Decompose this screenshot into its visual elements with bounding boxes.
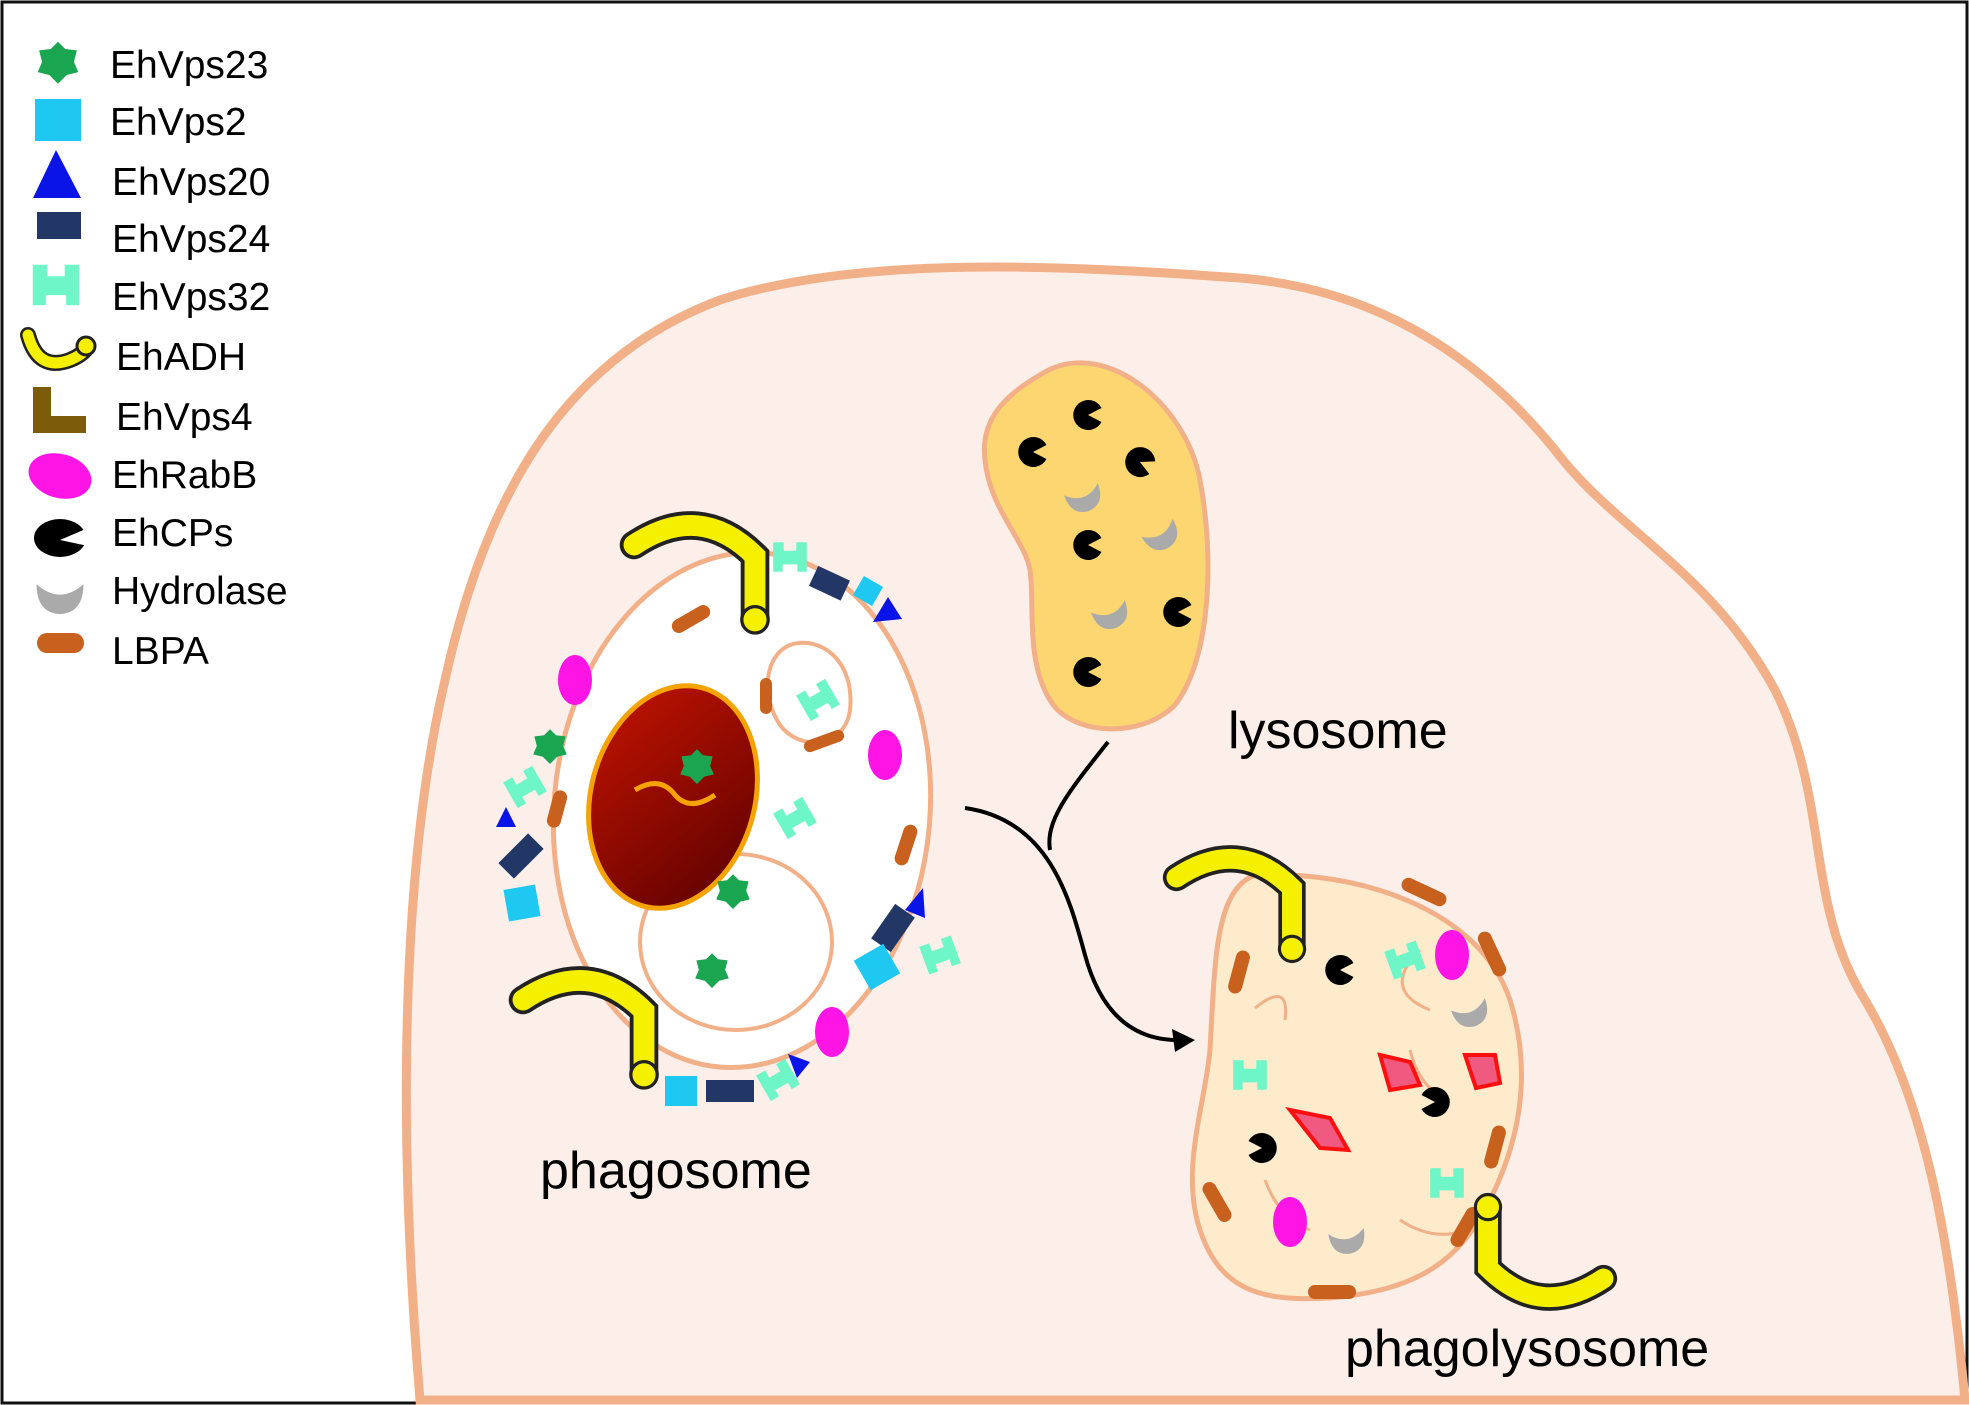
legend-label: EhVps20: [112, 161, 270, 204]
ehvps20-icon: [873, 597, 902, 622]
blue-triangle-icon: [33, 150, 81, 198]
phagosome-label: phagosome: [540, 1142, 812, 1200]
arrow-head-icon: [1172, 1029, 1195, 1052]
legend-item-ehvps4: EhVps4: [33, 387, 253, 439]
ehvps24-icon: [871, 903, 915, 953]
ehvps2-icon: [852, 575, 884, 607]
erythrocyte-detail: [633, 781, 717, 806]
lbpa-icon: [1308, 1285, 1356, 1299]
erythrocyte: [586, 683, 760, 911]
phagolysosome-label: phagolysosome: [1345, 1320, 1709, 1378]
ehrabb-icon: [868, 730, 902, 780]
legend-label: EhCPs: [112, 512, 233, 555]
legend: EhVps23 EhVps2 EhVps20 EhVps24 EhVps32 E…: [20, 41, 288, 673]
cyan-square-icon: [35, 99, 81, 141]
ehvps24-icon: [706, 1080, 754, 1102]
navy-rectangle-icon: [37, 212, 81, 239]
ehrabb-icon: [815, 1007, 849, 1057]
lbpa-icon: [1484, 1125, 1506, 1169]
intraluminal-vesicle: [765, 640, 853, 745]
lbpa-icon: [1401, 877, 1447, 907]
lysosome: [981, 360, 1211, 732]
legend-label: EhVps24: [112, 218, 270, 261]
ehrabb-icon: [558, 655, 592, 705]
ehvps2-icon: [503, 884, 541, 922]
cell-membrane: [401, 262, 1969, 1405]
legend-label: EhVps23: [110, 44, 268, 87]
ehvps20-icon: [788, 1054, 810, 1078]
ehvps24-icon: [498, 833, 544, 879]
lbpa-icon: [1228, 950, 1250, 994]
lbpa-icon: [1450, 1207, 1480, 1247]
legend-label: EhVps4: [116, 396, 253, 439]
ehvps20-icon: [905, 888, 925, 918]
erythrocyte-fragment: [1285, 1106, 1352, 1153]
legend-label: LBPA: [112, 630, 209, 673]
legend-item-lbpa: LBPA: [37, 630, 209, 673]
legend-item-ehvps2: EhVps2: [35, 99, 247, 144]
legend-item-hydrolase: Hydrolase: [36, 570, 288, 615]
legend-item-ehvps20: EhVps20: [33, 150, 270, 204]
magenta-ellipse-icon: [28, 453, 92, 499]
legend-item-ehadh: EhADH: [20, 327, 246, 379]
ehvps24-icon: [808, 565, 850, 601]
lbpa-icon: [1477, 931, 1507, 977]
legend-item-ehvps32: EhVps32: [32, 264, 270, 319]
yellow-hook-icon: [20, 327, 97, 371]
lbpa-icon: [671, 605, 711, 633]
legend-label: EhADH: [116, 336, 246, 379]
ehrabb-icon: [1435, 930, 1469, 980]
legend-label: EhVps32: [112, 276, 270, 319]
legend-label: Hydrolase: [112, 570, 288, 613]
fusion-arrow: [964, 740, 1195, 1052]
lbpa-icon: [894, 824, 918, 866]
lbpa-icon: [1202, 1182, 1232, 1222]
lbpa-icon: [803, 729, 845, 753]
orange-capsule-icon: [37, 633, 84, 653]
ehvps2-icon: [665, 1076, 697, 1106]
lbpa-icon: [760, 678, 772, 714]
ehrabb-icon: [1273, 1197, 1307, 1247]
lysosome-label: lysosome: [1228, 702, 1448, 760]
phagosome: [496, 525, 961, 1106]
erythrocyte-fragment: [1462, 1053, 1503, 1091]
lbpa-icon: [546, 790, 568, 828]
legend-item-ehcps: EhCPs: [34, 512, 233, 557]
legend-item-ehvps24: EhVps24: [37, 212, 270, 261]
phagolysosome: [1177, 859, 1604, 1299]
black-pacman-icon: [34, 519, 86, 557]
legend-item-ehvps23: EhVps23: [37, 41, 268, 87]
brown-l-shape-icon: [33, 387, 86, 433]
ehvps2-icon: [853, 943, 901, 991]
legend-label: EhRabB: [112, 454, 257, 497]
legend-label: EhVps2: [110, 101, 247, 144]
ehvps20-icon: [496, 807, 516, 827]
legend-item-ehrabb: EhRabB: [28, 453, 257, 499]
erythrocyte-fragment: [1377, 1052, 1423, 1093]
